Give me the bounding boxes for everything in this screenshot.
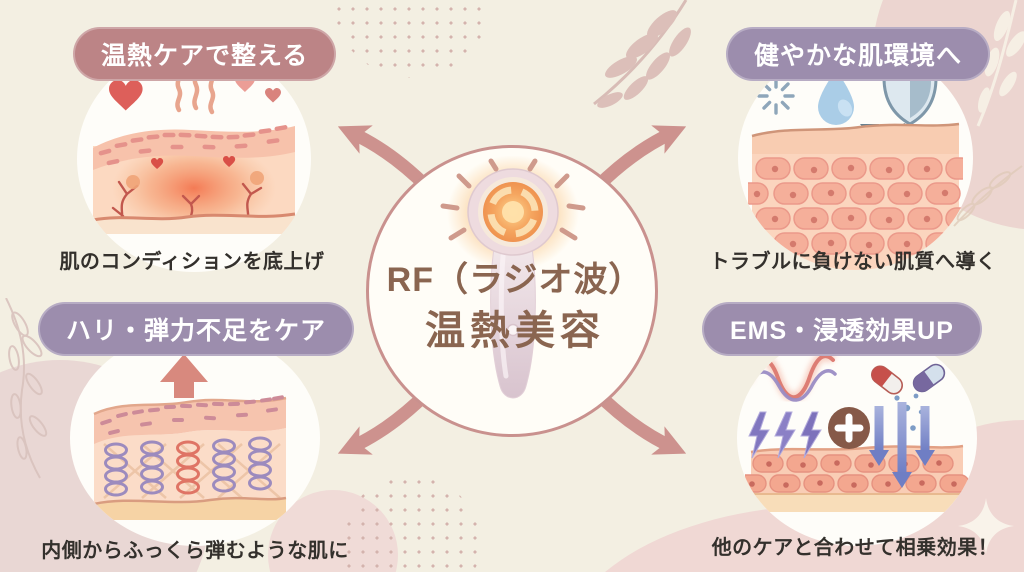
- sparkle-icon: [958, 498, 1014, 554]
- section-circle-bottom-left: [70, 330, 320, 546]
- badge-top-left: 温熱ケアで整える: [73, 27, 337, 81]
- plus-icon: [828, 407, 870, 449]
- badge-bottom-left: ハリ・弾力不足をケア: [38, 302, 355, 356]
- caption-top-left: 肌のコンディションを底上げ: [59, 251, 325, 273]
- coil-spring-icon: [104, 436, 272, 497]
- capsule-icon: [871, 363, 946, 431]
- skin-layers: [748, 122, 963, 270]
- badge-top-right: 健やかな肌環境へ: [726, 27, 991, 81]
- up-arrow-icon: [160, 354, 208, 398]
- sparkle-burst-icon: [757, 77, 795, 115]
- down-arrow-icon: [869, 402, 935, 488]
- skin-layers: [93, 395, 287, 520]
- badge-bottom-right: EMS・浸透効果UP: [702, 302, 982, 356]
- ems-penetration-illustration: [745, 351, 969, 512]
- skin-layers: [745, 444, 969, 512]
- glow-rays-icon: [440, 158, 586, 241]
- leaf-branch-icon: [593, 0, 691, 108]
- center-title-line2: 温熱美容: [425, 309, 605, 353]
- rf-beauty-device-icon: [440, 156, 586, 399]
- center-hub-circle: RF（ラジオ波） 温熱美容: [366, 145, 658, 437]
- healthy-skin-cells-illustration: [748, 68, 963, 270]
- caption-bottom-right: 他のケアと合わせて相乗効果！: [711, 537, 999, 559]
- skin-elasticity-springs-illustration: [93, 354, 287, 520]
- section-circle-top-right: [738, 46, 973, 270]
- section-circle-bottom-right: [737, 330, 977, 546]
- white-leaf-icon: [976, 0, 1024, 127]
- caption-bottom-left: 内側からふっくら弾むような肌に: [41, 540, 349, 562]
- center-title-line1: RF（ラジオ波）: [386, 261, 644, 299]
- water-drop-icon: [818, 70, 854, 125]
- caption-top-right: トラブルに負けない肌質へ導く: [709, 251, 997, 273]
- section-circle-top-left: [77, 46, 311, 272]
- sine-wave-icon: [745, 351, 837, 402]
- skin-layers: [92, 125, 296, 234]
- warmed-skin-cross-section-illustration: [92, 66, 296, 234]
- leaf-outline-icon: [5, 298, 48, 479]
- device-button: [506, 323, 520, 337]
